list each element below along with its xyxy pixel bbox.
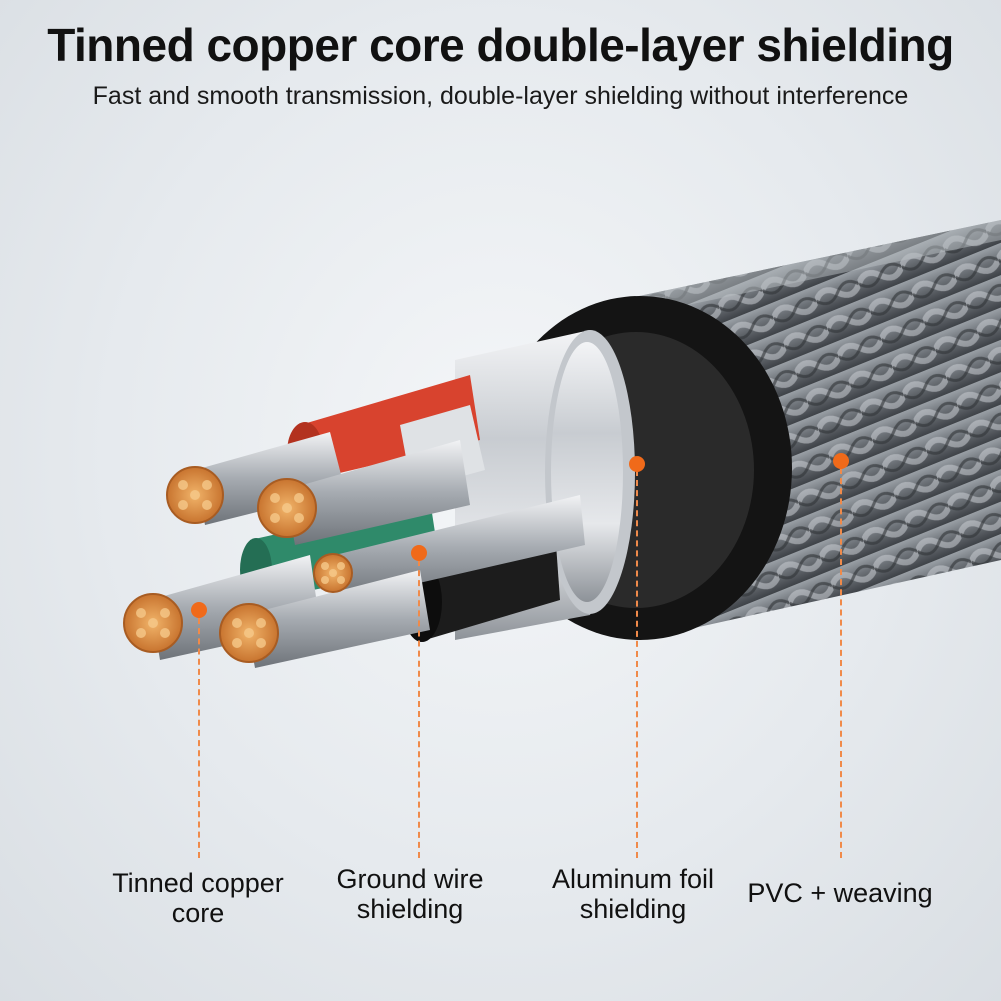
copper-cores xyxy=(123,466,353,663)
leader-copper-core xyxy=(198,618,200,858)
callout-dot-ground-wire xyxy=(411,545,427,561)
label-ground-wire: Ground wire shielding xyxy=(336,864,484,924)
callout-dot-copper-core xyxy=(191,602,207,618)
leader-ground-wire xyxy=(418,560,420,858)
leader-pvc-weaving xyxy=(840,468,842,858)
callout-dot-pvc-weaving xyxy=(833,453,849,469)
leader-aluminum-foil xyxy=(636,470,638,858)
page-title: Tinned copper core double-layer shieldin… xyxy=(47,19,954,71)
page-subtitle: Fast and smooth transmission, double-lay… xyxy=(92,82,909,110)
label-aluminum-foil: Aluminum foil shielding xyxy=(551,864,715,924)
red-wire xyxy=(300,375,480,480)
callout-dot-aluminum-foil xyxy=(629,456,645,472)
label-copper-core: Tinned copper core xyxy=(112,868,284,928)
label-pvc-weaving: PVC + weaving xyxy=(747,878,933,908)
